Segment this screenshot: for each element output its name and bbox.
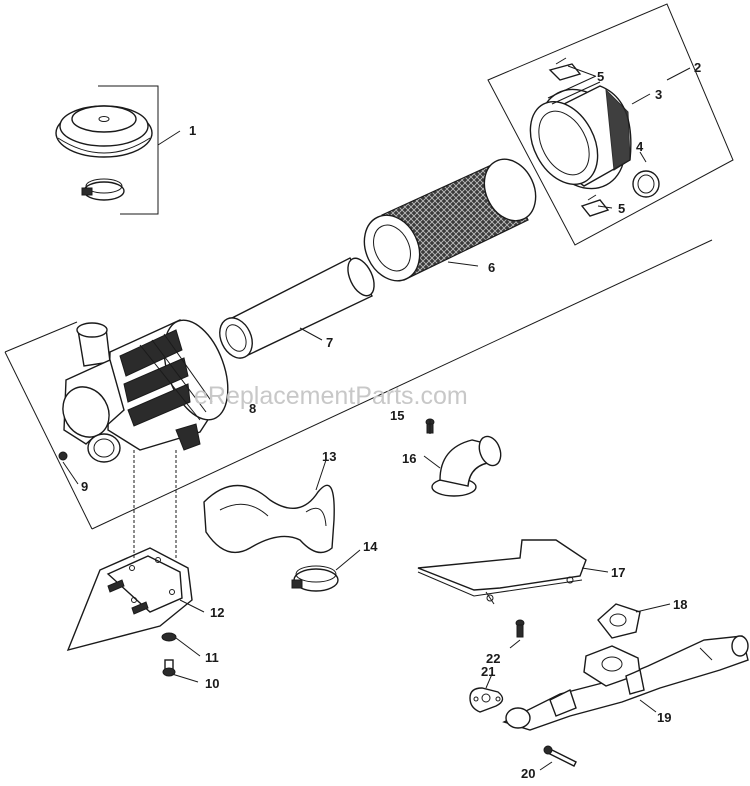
callout-15: 15 <box>390 408 404 423</box>
callout-16: 16 <box>402 451 416 466</box>
intake-elbow-16 <box>431 435 502 497</box>
callout-21: 21 <box>481 664 495 679</box>
air-cleaner-body <box>107 319 229 451</box>
filter-element-inner <box>219 257 375 359</box>
callout-5-upper: 5 <box>597 69 604 84</box>
group-box-2 <box>487 3 734 246</box>
hose-clamp-large <box>291 565 339 592</box>
group-bracket-1 <box>98 85 159 215</box>
callout-14: 14 <box>363 539 378 554</box>
callout-20: 20 <box>521 766 535 781</box>
dust-valve-ring <box>632 170 660 198</box>
retaining-clip-lower <box>580 194 610 217</box>
callout-17: 17 <box>611 565 625 580</box>
mounting-bracket <box>66 547 193 652</box>
callout-1: 1 <box>189 123 196 138</box>
heat-shield-plate <box>417 539 587 605</box>
hex-bolt-10 <box>162 659 176 677</box>
assembly-guide-lines <box>133 450 177 560</box>
callout-labels: 1 2 3 4 5 5 6 7 8 9 10 11 12 13 14 15 16… <box>81 60 701 781</box>
callout-6: 6 <box>488 260 495 275</box>
callout-2: 2 <box>694 60 701 75</box>
callout-4: 4 <box>636 139 644 154</box>
flange-plate-21 <box>469 687 504 713</box>
lock-washer <box>161 632 177 642</box>
callout-19: 19 <box>657 710 671 725</box>
intake-hose <box>203 484 335 554</box>
group-box-8 <box>4 239 713 530</box>
callout-13: 13 <box>322 449 336 464</box>
screw-22 <box>515 619 525 638</box>
callout-10: 10 <box>205 676 219 691</box>
end-cap-housing <box>529 75 632 190</box>
intake-gasket <box>597 603 641 639</box>
callout-3: 3 <box>655 87 662 102</box>
long-bolt-20 <box>543 745 577 767</box>
callout-7: 7 <box>326 335 333 350</box>
callout-5-lower: 5 <box>618 201 625 216</box>
air-inlet-elbow <box>62 322 125 463</box>
hose-clamp-small <box>81 178 125 201</box>
watermark-text: eReplacementParts.com <box>194 382 468 410</box>
drain-plug <box>58 451 68 461</box>
callout-11: 11 <box>205 650 219 665</box>
callout-8: 8 <box>249 401 256 416</box>
callout-12: 12 <box>210 605 224 620</box>
leader-lines <box>62 65 691 771</box>
callout-9: 9 <box>81 479 88 494</box>
callout-18: 18 <box>673 597 687 612</box>
filter-element-main <box>363 158 537 282</box>
intake-manifold <box>502 635 749 731</box>
air-cleaner-cap <box>55 105 153 158</box>
callout-22: 22 <box>486 651 500 666</box>
